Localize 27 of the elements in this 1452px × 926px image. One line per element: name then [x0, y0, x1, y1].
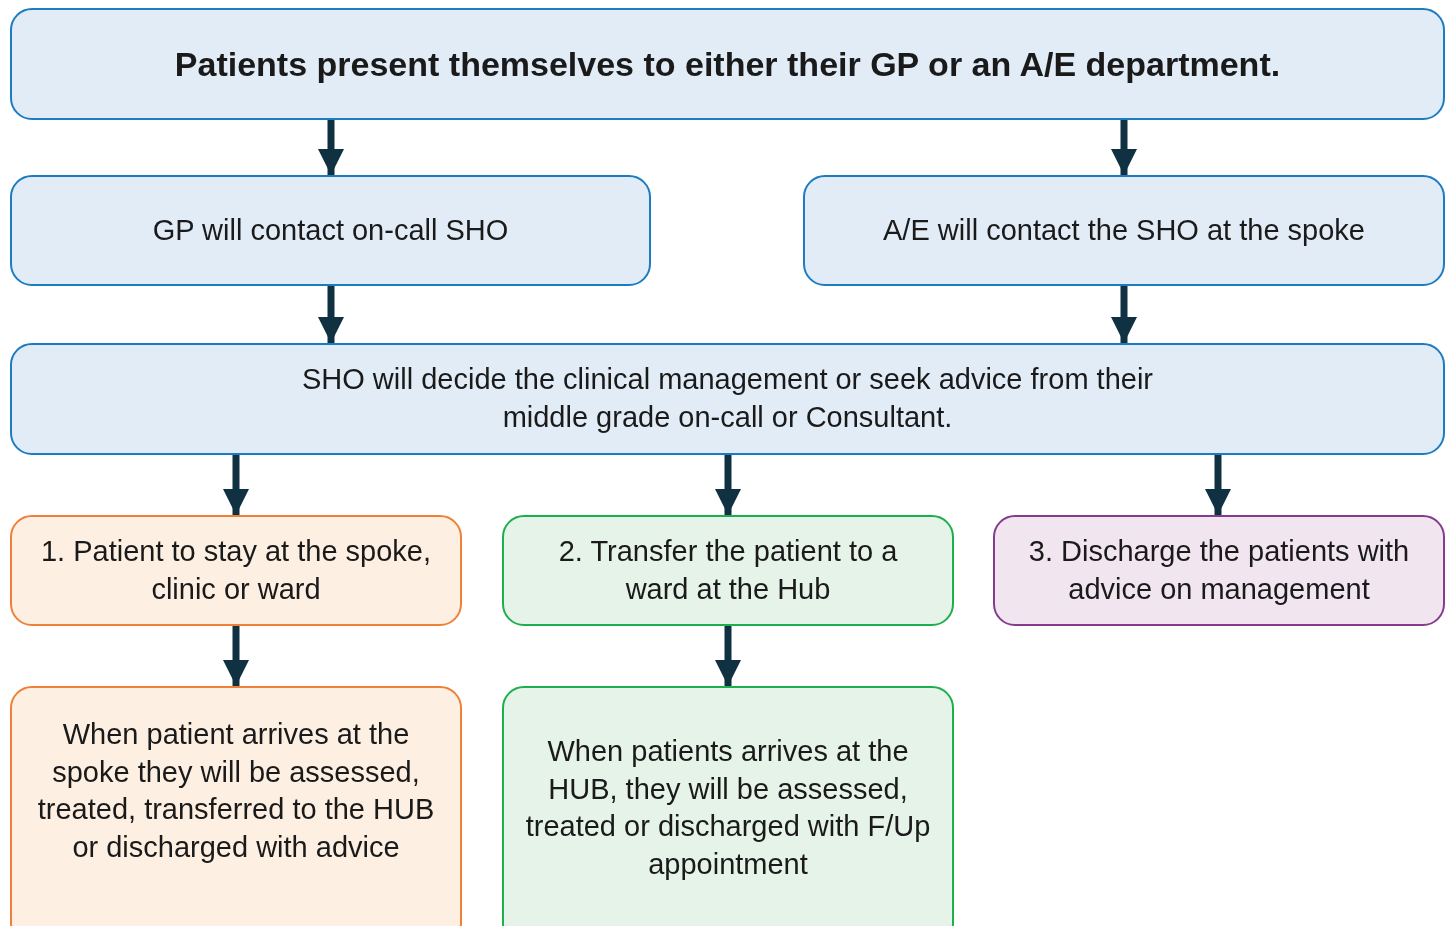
arrow — [715, 455, 741, 515]
arrow — [318, 120, 344, 175]
process-box — [10, 175, 651, 286]
arrow — [1205, 455, 1231, 515]
box-text: SHO will decide the clinical management or seek advice from their middle grade on-call or Consultant. — [300, 362, 1154, 435]
arrow — [223, 626, 249, 686]
arrow — [1111, 120, 1137, 175]
process-box — [993, 515, 1445, 626]
process-box — [502, 515, 954, 626]
process-box — [10, 686, 462, 926]
box-text: 2. Transfer the patient to a ward at the Hub — [557, 533, 899, 607]
box-text: 3. Discharge the patients with advice on management — [1027, 533, 1411, 607]
box-text: When patient arrives at the spoke they will be assessed, treated, transferred to the HUB or discharged with advice — [36, 717, 436, 866]
box-text: GP will contact on-call SHO — [152, 212, 509, 248]
arrow — [318, 286, 344, 343]
arrow — [715, 626, 741, 686]
process-box — [10, 8, 1445, 120]
process-box — [10, 343, 1445, 455]
arrow — [1111, 286, 1137, 343]
process-box — [803, 175, 1445, 286]
arrow — [223, 455, 249, 515]
box-text: 1. Patient to stay at the spoke, clinic or ward — [39, 533, 433, 607]
process-box — [10, 515, 462, 626]
process-box — [502, 686, 954, 926]
box-text: Patients present themselves to either their GP or an A/E department. — [174, 43, 1281, 85]
box-text: When patients arrives at the HUB, they will be assessed, treated or discharged with F/Up appointment — [524, 734, 932, 883]
box-text: A/E will contact the SHO at the spoke — [883, 212, 1365, 248]
